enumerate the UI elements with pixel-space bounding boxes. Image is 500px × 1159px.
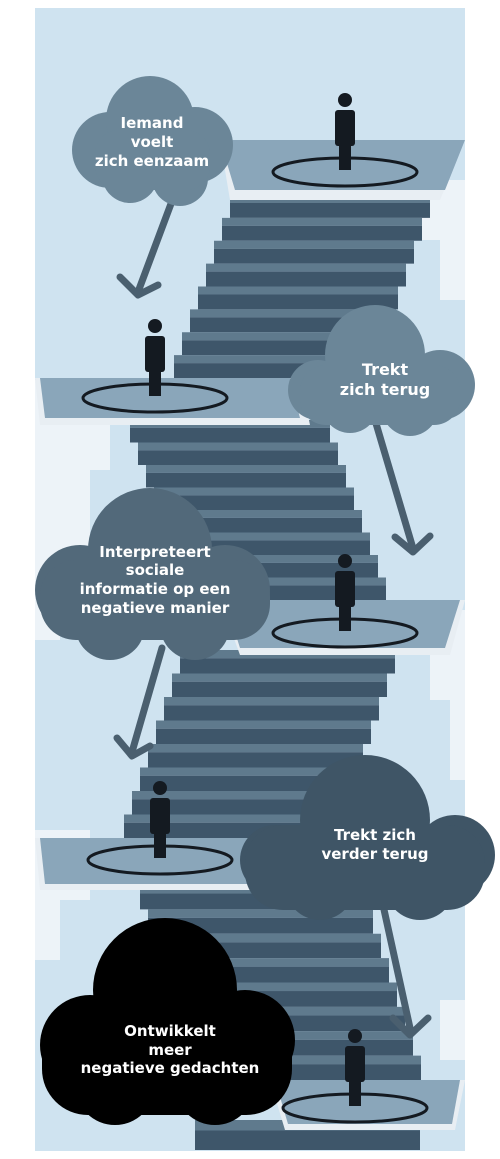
cloud-5 [40, 918, 295, 1125]
stair-tread [190, 309, 390, 318]
stair-riser [130, 427, 330, 443]
stair-riser [140, 775, 355, 791]
person-figure-4 [150, 781, 170, 858]
cloud-2-line-2: zich terug [339, 380, 431, 399]
stair-riser [138, 450, 338, 465]
cloud-4-text: Trekt zich verder terug [290, 810, 460, 880]
stair-tread [172, 982, 397, 992]
stair-tread [182, 332, 382, 341]
cloud-4-line-2: verder terug [321, 845, 429, 863]
stair-tread [188, 1031, 413, 1040]
cloud-3-line-1: Interpreteert [99, 542, 211, 561]
person-figure-2 [145, 319, 165, 396]
stair-tread [140, 767, 355, 776]
stair-tread [186, 577, 386, 586]
cloud-4-line-1: Trekt zich [334, 826, 416, 845]
figures [145, 93, 365, 1106]
cloud-5-line-3: negatieve gedachten [80, 1059, 260, 1078]
stair-tread [156, 720, 371, 729]
stair-tread [148, 909, 373, 918]
stair-riser [206, 271, 406, 287]
stair-tread [164, 958, 389, 967]
stair-tread [124, 814, 339, 823]
cloud-3 [35, 488, 270, 660]
arrows [113, 181, 434, 1039]
stair-tread [164, 697, 379, 706]
arrow-3 [113, 644, 166, 760]
stair-tread [198, 286, 398, 295]
stair-tread [174, 355, 374, 364]
stair-riser [172, 681, 387, 697]
stair-riser [154, 495, 354, 510]
cloud-3-line-3: informatie op een [79, 580, 231, 598]
stair-riser [132, 799, 347, 815]
cloud-2-text: Trekt zich terug [310, 345, 460, 415]
landing-5-top [275, 1080, 460, 1124]
stair-tread [180, 1006, 405, 1016]
stair-tread [178, 555, 378, 563]
person-figure-5 [345, 1029, 365, 1106]
stair-tread [222, 217, 422, 226]
stair-riser [214, 248, 414, 264]
stair-riser [230, 203, 430, 218]
stair-riser [222, 225, 422, 241]
cloud-1-text: Iemand voelt zich eenzaam [92, 95, 212, 190]
stair-tread [162, 510, 362, 518]
stair-riser [146, 472, 346, 488]
cloud-1-line-2: voelt [130, 133, 174, 152]
cloud-3-text: Interpreteert sociale informatie op een … [45, 525, 265, 635]
stair-riser [148, 752, 363, 768]
stair-tread [170, 532, 370, 541]
stair-tread [206, 263, 406, 272]
person-figure-1 [335, 93, 355, 170]
cloud-5-text: Ontwikkelt meer negatieve gedachten [55, 1005, 285, 1095]
cloud-1-line-1: Iemand [120, 114, 184, 133]
person-figure-3 [335, 554, 355, 631]
cloud-2 [288, 305, 475, 436]
cloud-3-line-4: negatieve manier [80, 598, 230, 617]
cloud-1 [72, 76, 233, 206]
arrow-2 [371, 416, 434, 556]
cloud-5-line-2: meer [148, 1040, 192, 1059]
stair-tread [172, 673, 387, 682]
stair-tread [138, 442, 338, 451]
stair-riser [180, 658, 395, 674]
stair-tread [156, 933, 381, 943]
stair-riser [195, 1130, 420, 1150]
stair-tread [214, 240, 414, 249]
stair-riser [162, 517, 362, 533]
stair-tread [132, 791, 347, 800]
stair-tread [148, 744, 363, 753]
cloud-3-line-2: sociale [125, 561, 185, 580]
stair-riser [156, 728, 371, 744]
cloud-4 [240, 755, 495, 920]
stair-tread [146, 465, 346, 473]
cloud-2-line-1: Trekt [361, 360, 409, 379]
cloud-1-line-3: zich eenzaam [94, 151, 210, 170]
arrow-4 [379, 901, 432, 1039]
cloud-5-line-1: Ontwikkelt [124, 1021, 216, 1040]
stair-tread [196, 1055, 421, 1065]
stair-tread [154, 487, 354, 496]
stair-riser [198, 294, 398, 310]
stair-riser [164, 705, 379, 721]
